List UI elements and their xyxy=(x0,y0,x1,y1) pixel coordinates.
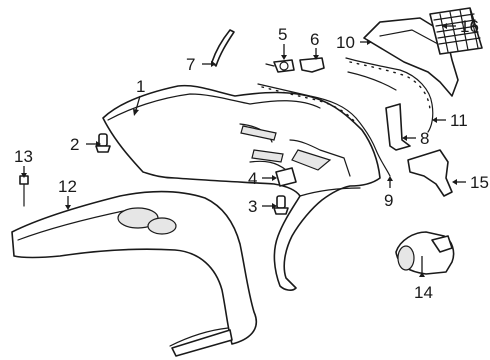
leader-lines xyxy=(21,23,466,277)
bumper-cover xyxy=(102,84,381,291)
callout-5: 5 xyxy=(278,25,287,44)
wire-harness xyxy=(345,57,434,133)
bracket-8 xyxy=(385,103,411,151)
callout-12: 12 xyxy=(58,177,77,196)
callout-11: 11 xyxy=(450,111,468,130)
nut-4 xyxy=(275,167,297,187)
upper-bracket xyxy=(363,17,459,97)
callout-2: 2 xyxy=(70,135,79,154)
side-bracket xyxy=(407,149,453,197)
lower-diffuser xyxy=(11,190,257,357)
clip-6 xyxy=(299,57,325,73)
exhaust-tip xyxy=(395,231,455,275)
callout-4: 4 xyxy=(248,169,257,188)
callout-13: 13 xyxy=(14,147,33,166)
callout-10: 10 xyxy=(336,33,355,52)
callout-16: 16 xyxy=(460,17,479,36)
callout-1: 1 xyxy=(136,77,145,96)
grille-panel xyxy=(429,7,483,55)
bolt-2 xyxy=(95,133,111,153)
callout-8: 8 xyxy=(420,129,429,148)
bolt-3 xyxy=(273,195,289,215)
callout-9: 9 xyxy=(384,191,393,210)
strip-7 xyxy=(211,29,235,67)
callout-7: 7 xyxy=(186,55,195,74)
sensor-bracket xyxy=(265,59,295,73)
callout-labels: 1 2 3 4 5 6 7 8 9 10 11 12 13 14 15 16 xyxy=(14,17,489,302)
pin-13 xyxy=(19,175,29,207)
callout-15: 15 xyxy=(470,173,489,192)
callout-3: 3 xyxy=(248,197,257,216)
mounting-strip xyxy=(257,83,391,177)
callout-6: 6 xyxy=(310,30,319,49)
callout-14: 14 xyxy=(414,283,433,302)
